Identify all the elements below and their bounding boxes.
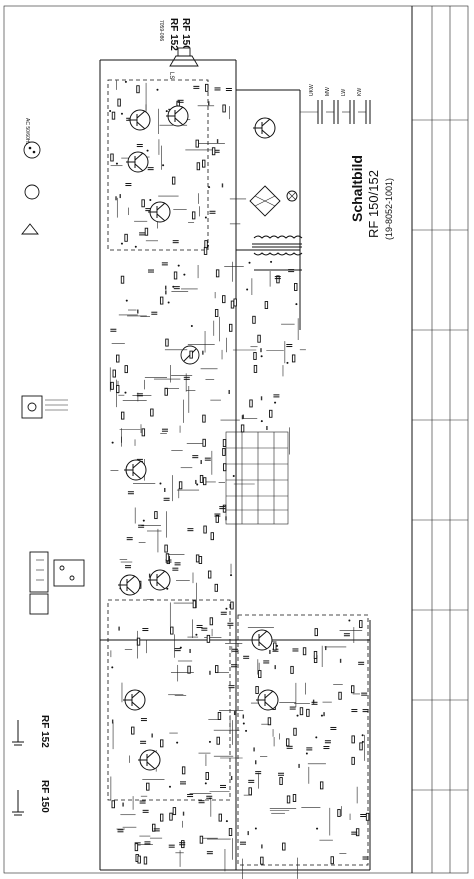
- sheet-border: [3, 5, 469, 874]
- power-transformer: [252, 235, 303, 271]
- legend-item-3: KW: [357, 88, 363, 96]
- ac-label: AC 50/60Hz: [24, 118, 30, 145]
- schematic-title: Schaltbild: [349, 155, 365, 222]
- top-model-label-rf150: RF 150: [180, 18, 191, 51]
- supply-rails: [99, 59, 371, 871]
- transistor-group: [118, 105, 279, 771]
- fm-tuner-module: [237, 614, 369, 866]
- speaker-label: LS: [168, 72, 174, 79]
- parts-code-label: 7059-086: [158, 20, 164, 41]
- antenna-ground-symbols: [12, 720, 24, 816]
- part-number: (19-8052-1001): [384, 178, 394, 240]
- socket-symbol: [21, 395, 68, 419]
- legend-item-0: UKW: [309, 84, 315, 96]
- legend-item-2: LW: [341, 89, 347, 96]
- bottom-model-label-rf152: RF 152: [39, 715, 50, 748]
- antenna-terminal-block: [29, 551, 85, 615]
- ac-outlet-symbols: AC 50/60Hz: [21, 118, 41, 235]
- speaker-symbol: LS: [168, 47, 199, 79]
- top-model-label-rf152: RF 152: [168, 18, 179, 51]
- audio-amplifier-module: [107, 79, 209, 251]
- model-line: RF 150/152: [366, 170, 381, 238]
- legend-item-1: MW: [325, 87, 331, 96]
- band-legend: UKW MW LW KW: [300, 84, 371, 124]
- bridge-rectifier: [249, 185, 298, 217]
- title-strip-rows: [412, 6, 468, 873]
- component-network: [109, 80, 370, 879]
- bottom-model-label-rf150: RF 150: [39, 780, 50, 813]
- band-switch-matrix: [225, 431, 289, 525]
